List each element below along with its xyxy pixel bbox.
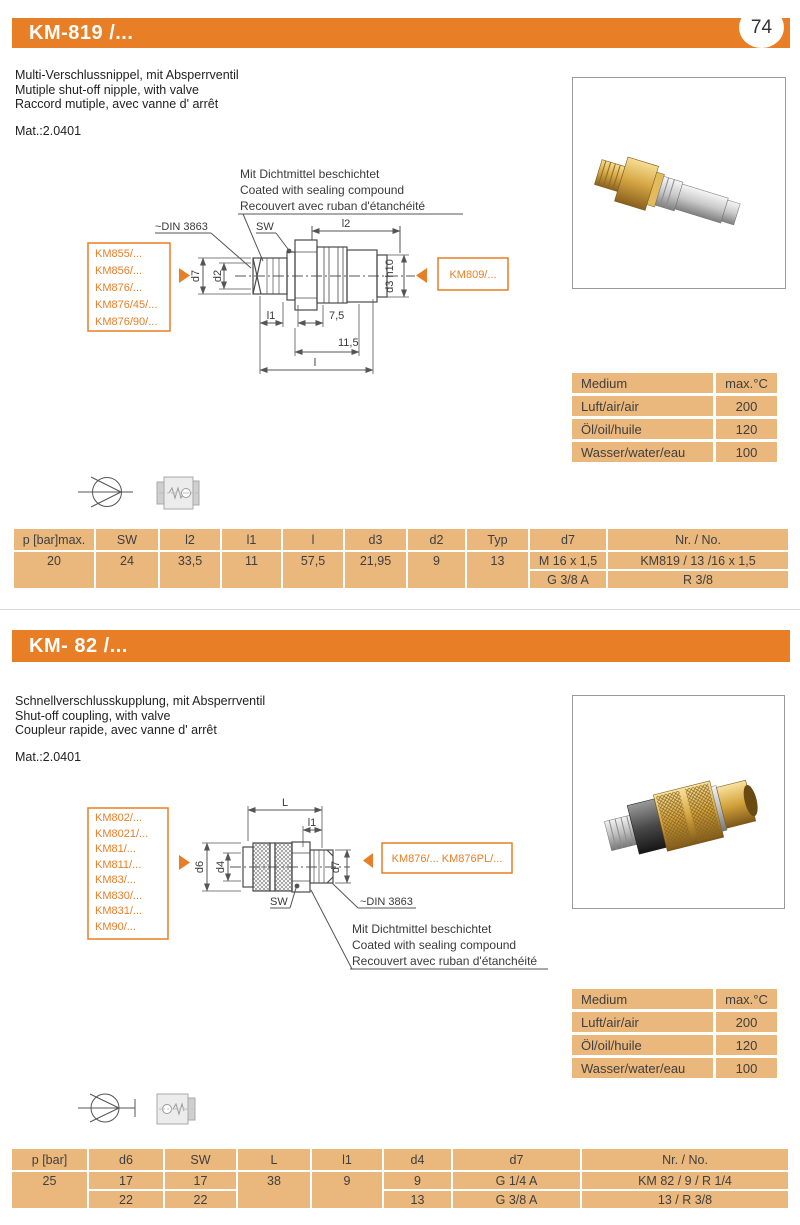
l1-dim-label: l1 (308, 817, 317, 829)
l-dim-label: l (314, 357, 316, 369)
ref-km876-90: KM876/90/... (95, 316, 157, 328)
ref-km876pl: KM876/... KM876PL/... (392, 853, 503, 865)
d7-dim-label: d7 (190, 270, 202, 282)
km82-spec-table: p [bar] d6 SW L l1 d4 d7 Nr. / No. 25 17… (10, 1147, 790, 1210)
seal-note-fr: Recouvert avec ruban d'étanchéité (240, 199, 425, 213)
arrow-right-icon (179, 855, 190, 870)
km819-spec-table: p [bar]max. SW l2 l1 l d3 d2 Typ d7 Nr. … (12, 527, 790, 590)
medium-row-oil: Öl/oil/huile (572, 419, 713, 439)
medium-row-oil: Öl/oil/huile (572, 1035, 713, 1055)
din-label: ~DIN 3863 (155, 221, 208, 233)
arrow-right-icon (179, 268, 190, 283)
nipple-photo-illustration (594, 156, 741, 226)
maxc-header: max.°C (716, 989, 777, 1009)
page-number: 74 (750, 16, 773, 38)
d6-dim-label: d6 (194, 861, 206, 873)
din-label: ~DIN 3863 (360, 896, 413, 908)
coupling-photo-illustration (604, 779, 758, 855)
shutoff-valve-symbol-2 (78, 1093, 196, 1125)
L-dim-label: L (282, 797, 288, 809)
medium-header: Medium (572, 989, 713, 1009)
l2-dim-label: l2 (342, 218, 351, 230)
d2-dim-label: d2 (212, 270, 224, 282)
section2-title: KM- 82 /... (29, 634, 128, 657)
desc-de: Multi-Verschlussnippel, mit Absperrventi… (15, 68, 239, 82)
medium-row-water: Wasser/water/eau (572, 442, 713, 462)
table-row: G 3/8 A R 3/8 (14, 571, 788, 588)
desc-en: Shut-off coupling, with valve (15, 708, 171, 723)
d7-dim-label: d7 (330, 861, 342, 873)
ref-km83: KM83/... (95, 874, 136, 886)
desc-fr: Raccord mutiple, avec vanne d' arrêt (15, 97, 219, 111)
ref-km855: KM855/... (95, 248, 142, 260)
product-photo-km819 (572, 77, 786, 289)
dim-11-5-label: 11,5 (338, 337, 359, 349)
medium-row-air: Luft/air/air (572, 1012, 713, 1032)
km82-technical-drawing: L l1 d6 d4 d7 SW ~DIN 3863 Mit Dic (87, 797, 548, 970)
section2-material: Mat.:2.0401 (15, 750, 82, 764)
medium-table-km82: Medium max.°C Luft/air/air 200 Öl/oil/hu… (569, 986, 780, 1081)
ref-km831: KM831/... (95, 905, 142, 917)
desc-de: Schnellverschlusskupplung, mit Absperrve… (15, 694, 266, 708)
table-row: 20 24 33,5 11 57,5 21,95 9 13 M 16 x 1,5… (14, 552, 788, 588)
section1-description: Multi-Verschlussnippel, mit Absperrventi… (15, 68, 435, 112)
ref-km81: KM81/... (95, 843, 136, 855)
table-header-row: p [bar] d6 SW L l1 d4 d7 Nr. / No. (12, 1149, 788, 1170)
nipple-outline (252, 239, 388, 311)
section-divider (0, 609, 800, 610)
table-row: 22 22 13 G 3/8 A 13 / R 3/8 (12, 1191, 788, 1208)
left-refs-box (87, 242, 171, 332)
coupling-outline (242, 841, 334, 893)
table-header-row: p [bar]max. SW l2 l1 l d3 d2 Typ d7 Nr. … (14, 529, 788, 550)
arrow-left-icon (363, 853, 373, 868)
section1-material: Mat.:2.0401 (15, 124, 82, 138)
section2-description: Schnellverschlusskupplung, mit Absperrve… (15, 694, 435, 738)
medium-table-km819: Medium max.°C Luft/air/air 200 Öl/oil/hu… (569, 370, 780, 465)
product-photo-km82 (572, 695, 785, 909)
right-ref-box (381, 842, 513, 874)
seal-note-de: Mit Dichtmittel beschichtet (352, 922, 492, 936)
desc-fr: Coupleur rapide, avec vanne d' arrêt (15, 723, 217, 737)
ref-km802: KM802/... (95, 812, 142, 824)
section1-title-bar: KM-819 /... (12, 18, 790, 48)
km819-technical-drawing: Mit Dichtmittel beschichtet Coated with … (87, 167, 509, 374)
medium-header: Medium (572, 373, 713, 393)
ref-km90: KM90/... (95, 921, 136, 933)
ref-km856: KM856/... (95, 265, 142, 277)
coupling-icon (156, 476, 200, 510)
ref-km876-45: KM876/45/... (95, 299, 157, 311)
ref-km830: KM830/... (95, 890, 142, 902)
arrow-left-icon (416, 268, 427, 283)
medium-row-water: Wasser/water/eau (572, 1058, 713, 1078)
d4-dim-label: d4 (215, 861, 227, 873)
seal-note-fr: Recouvert avec ruban d'étanchéité (352, 954, 537, 968)
desc-en: Mutiple shut-off nipple, with valve (15, 82, 199, 97)
check-valve-symbol-1 (78, 476, 200, 510)
section2-title-bar: KM- 82 /... (12, 630, 790, 662)
ref-km8021: KM8021/... (95, 828, 148, 840)
dim-7-5-label: 7,5 (329, 310, 344, 322)
page-number-badge: 74 (739, 7, 784, 48)
sw-label: SW (270, 896, 288, 908)
ref-km809: KM809/... (449, 269, 496, 281)
table-row: 25 17 17 38 9 9 G 1/4 A KM 82 / 9 / R 1/… (12, 1172, 788, 1208)
seal-note-en: Coated with sealing compound (352, 938, 516, 952)
ref-km876: KM876/... (95, 282, 142, 294)
sw-label: SW (256, 221, 274, 233)
l1-dim-label: l1 (267, 310, 276, 322)
left-refs-box (87, 807, 169, 940)
ref-km811: KM811/... (95, 859, 141, 871)
d3-dim-label: d3 h10 (384, 259, 396, 293)
sw-leader-dot (294, 883, 300, 889)
coupling-icon (156, 1093, 196, 1125)
seal-note-en: Coated with sealing compound (240, 183, 404, 197)
seal-note-de: Mit Dichtmittel beschichtet (240, 167, 380, 181)
medium-row-air: Luft/air/air (572, 396, 713, 416)
maxc-header: max.°C (716, 373, 777, 393)
section1-title: KM-819 /... (29, 21, 134, 44)
right-ref-box (437, 257, 509, 291)
